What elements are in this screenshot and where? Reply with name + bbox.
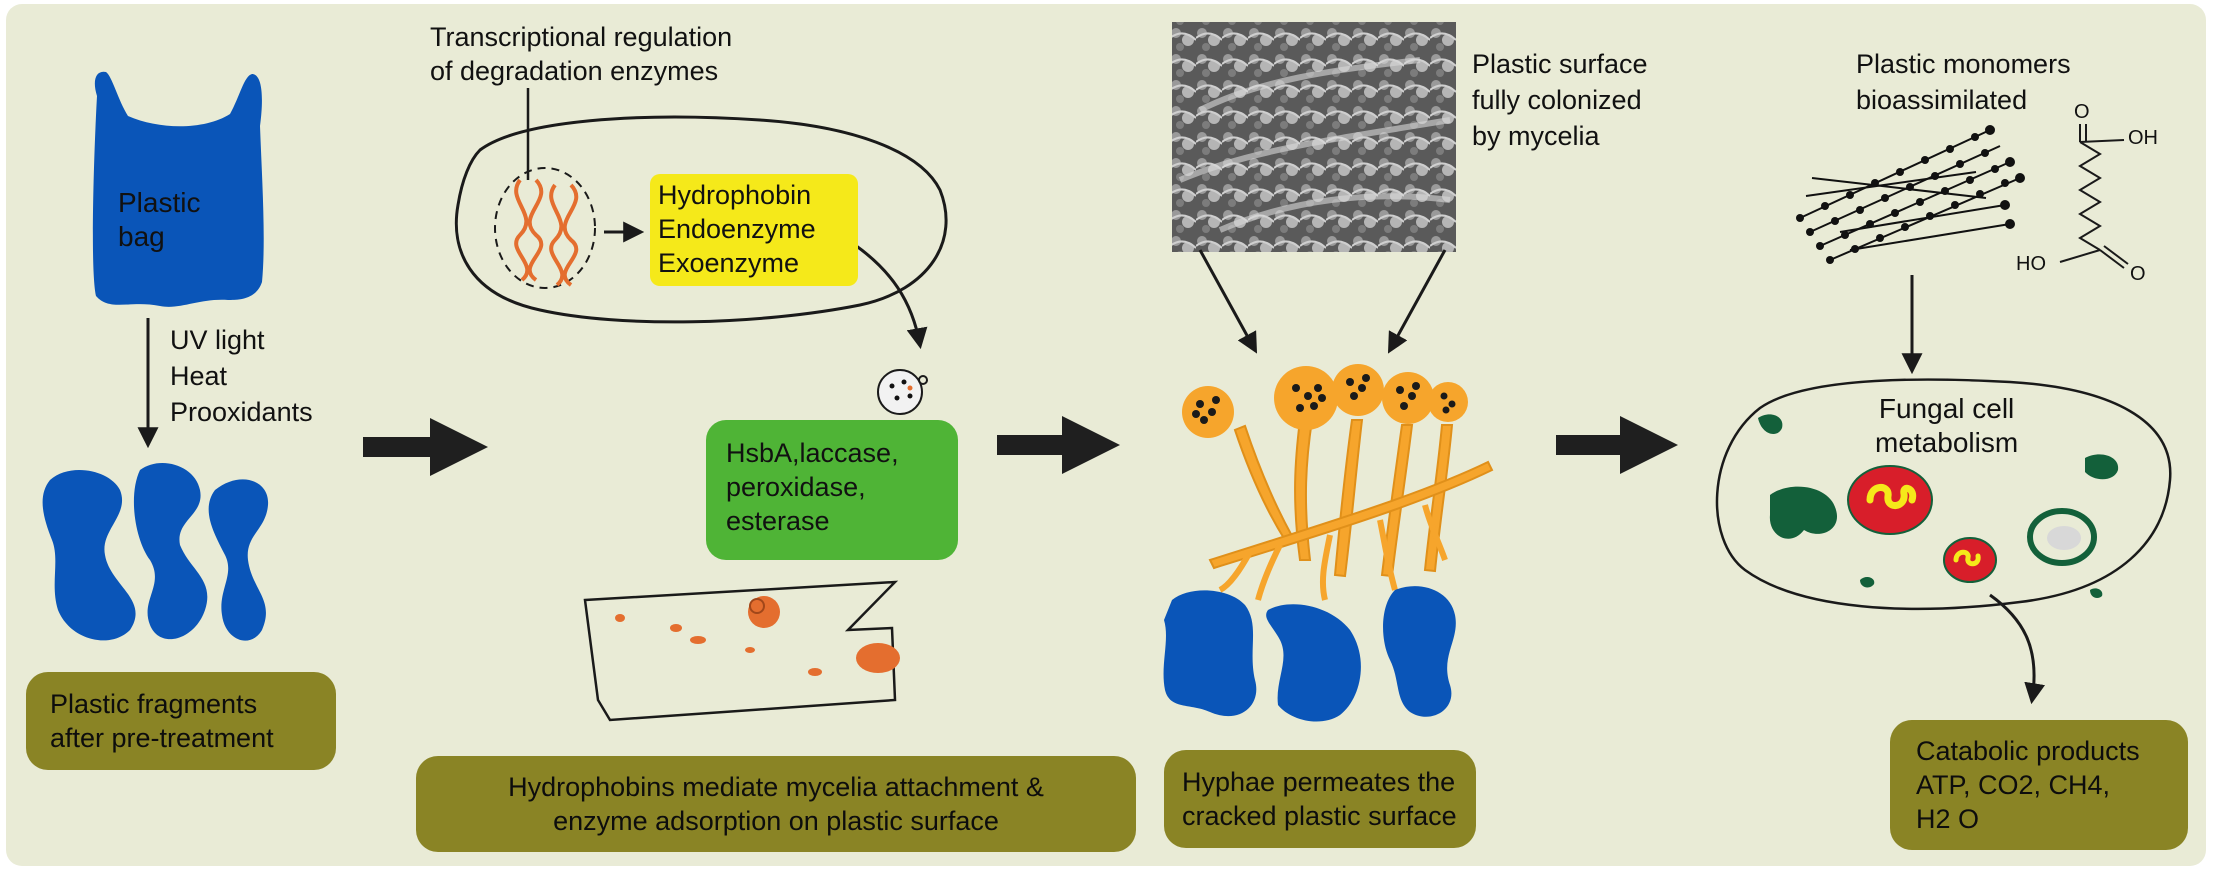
catabolism-arrow — [1989, 593, 2046, 705]
hyphae-icon — [1182, 364, 1494, 601]
treatment-label: UV light Heat Prooxidants — [170, 325, 313, 427]
cell-outline — [454, 115, 948, 324]
regulation-label: Transcriptional regulation of degradatio… — [430, 22, 733, 86]
organelle-dark-green — [1758, 414, 2119, 598]
nucleus-outline — [494, 167, 596, 289]
sem-micrograph-icon — [1172, 22, 1456, 252]
mitochondria-icon — [1847, 465, 1997, 583]
plastic-fragment-icon — [1163, 586, 1456, 722]
fungal-cell-label: Fungal cell metabolism — [1875, 393, 2019, 458]
o-bottom-label: O — [2130, 263, 2146, 285]
ho-bottom-label: HO — [2016, 253, 2046, 275]
molecule-icon — [2059, 124, 2129, 269]
degradation-enzymes-box: HsbA,laccase, peroxidase, esterase — [706, 420, 958, 560]
monomers-label: Plastic monomers bioassimilated — [1856, 49, 2071, 115]
dna-icon — [514, 178, 579, 287]
hydrophobins-caption: Hydrophobins mediate mycelia attachment … — [416, 756, 1136, 852]
fungal-cell-outline — [1715, 378, 2172, 611]
background-panel — [6, 4, 2206, 866]
plastic-sheet-icon — [583, 580, 900, 722]
polymer-chain-icon — [1796, 125, 2025, 264]
secretion-arrow — [854, 243, 928, 350]
enzymes-box: Hydrophobin Endoenzyme Exoenzyme — [650, 174, 858, 286]
o-top-label: O — [2074, 101, 2090, 123]
plastic-bag-icon — [92, 71, 264, 307]
plastic-bag-label: Plastic bag — [118, 187, 201, 252]
catabolic-products-caption: Catabolic products ATP, CO2, CH4, H2 O — [1890, 720, 2188, 850]
hyphae-caption: Hyphae permeates the cracked plastic sur… — [1164, 750, 1476, 848]
vesicle-icon — [877, 369, 928, 415]
process-arrow-icon — [363, 416, 1678, 476]
fragments-caption: Plastic fragments after pre-treatment — [26, 672, 336, 770]
colonized-label: Plastic surface fully colonized by mycel… — [1472, 49, 1648, 151]
vacuole-icon — [2027, 508, 2097, 566]
oh-top-label: OH — [2128, 127, 2158, 149]
micrograph-pointer-arrows — [1198, 249, 1447, 354]
plastic-fragment-icon — [42, 462, 269, 641]
